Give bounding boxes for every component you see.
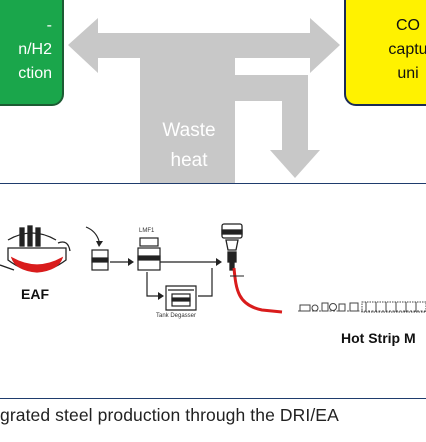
- waste-heat-line: Waste: [162, 120, 216, 141]
- waste-heat-branch-down: [282, 75, 308, 150]
- waste-heat-label: Waste heat: [150, 116, 228, 176]
- yellow-box-text: CO captu uni: [358, 14, 426, 86]
- charge-arrow: [85, 226, 100, 242]
- arrow-down: [270, 150, 320, 178]
- yellow-box-line: CO: [396, 17, 420, 34]
- molten-strand: [232, 267, 283, 314]
- flow-arrow-1-head: [128, 258, 134, 266]
- flow-arrow-4: [198, 268, 213, 297]
- tank-degasser-icon: [165, 285, 197, 311]
- hot-strip-mill-label: Hot Strip M: [341, 330, 416, 346]
- waste-heat-trunk: [140, 33, 235, 183]
- green-box-line: ction: [18, 65, 52, 82]
- process-panel: [0, 183, 426, 399]
- lmf-label: LMF1: [139, 228, 155, 234]
- green-box-line: n/H2: [18, 41, 52, 58]
- hot-strip-mill-icon: [298, 301, 426, 313]
- caster-ladle-icon: [221, 223, 243, 271]
- tank-degasser-label: Tank Degasser: [156, 313, 197, 319]
- arrow-to-right-box: [230, 18, 340, 73]
- lmf-icon: [137, 237, 161, 271]
- flow-arrow-3: [146, 272, 158, 297]
- figure-caption: grated steel production through the DRI/…: [0, 405, 339, 425]
- yellow-box-line: uni: [397, 65, 419, 82]
- flow-arrow-3-head: [158, 292, 164, 300]
- yellow-capture-box: CO captu uni: [344, 0, 426, 106]
- flow-arrow-2-head: [216, 258, 222, 266]
- green-box-text: - n/H2 ction: [0, 14, 52, 86]
- green-process-box: - n/H2 ction: [0, 0, 64, 106]
- eaf-label: EAF: [21, 286, 49, 302]
- charge-arrow-head: [96, 241, 103, 247]
- arrow-to-left-box: [68, 18, 180, 73]
- ladle-icon: [91, 249, 109, 271]
- eaf-furnace-icon: [0, 225, 71, 273]
- yellow-box-line: captu: [388, 41, 426, 58]
- green-box-line: -: [46, 17, 52, 34]
- waste-heat-line: heat: [170, 150, 208, 171]
